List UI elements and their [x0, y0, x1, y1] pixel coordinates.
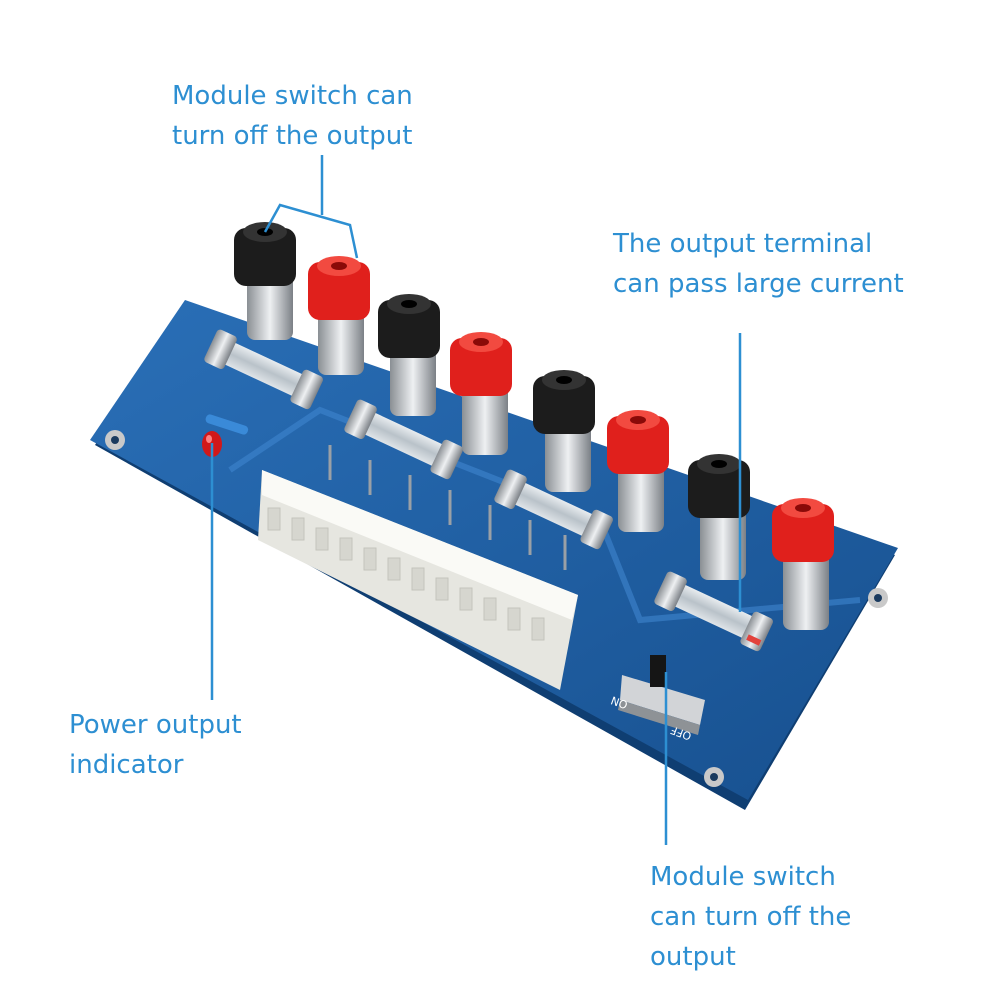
callout-module-switch-bottom: Module switch can turn off the output — [650, 857, 851, 977]
post-black-3 — [533, 370, 595, 492]
callout-line: turn off the output — [172, 121, 413, 151]
callout-line: can turn off the — [650, 902, 852, 932]
callout-output-terminal: The output terminal can pass large curre… — [613, 224, 904, 304]
post-red-1 — [308, 256, 370, 375]
switch-on-label: ON — [609, 693, 629, 711]
callout-line: output — [650, 942, 736, 972]
callout-line: Module switch can — [172, 81, 413, 111]
mounting-holes — [105, 430, 888, 787]
post-black-1 — [234, 222, 296, 340]
fuses — [204, 329, 773, 652]
post-red-4 — [772, 498, 834, 630]
callout-line: can pass large current — [613, 269, 904, 299]
leader-lines — [210, 155, 742, 845]
callout-line: Module switch — [650, 862, 836, 892]
callout-line: indicator — [69, 750, 184, 780]
post-black-4 — [688, 454, 750, 580]
callout-line: The output terminal — [613, 229, 873, 259]
binding-posts — [234, 222, 834, 630]
callout-module-switch-top: Module switch can turn off the output — [172, 76, 413, 156]
atx-connector — [258, 445, 578, 690]
slide-switch: ON OFF — [609, 655, 705, 743]
post-red-2 — [450, 332, 512, 455]
leader-top-left — [263, 203, 359, 259]
post-black-2 — [378, 294, 440, 416]
callout-line: Power output — [69, 710, 242, 740]
post-red-3 — [607, 410, 669, 532]
callout-power-indicator: Power output indicator — [69, 705, 242, 785]
